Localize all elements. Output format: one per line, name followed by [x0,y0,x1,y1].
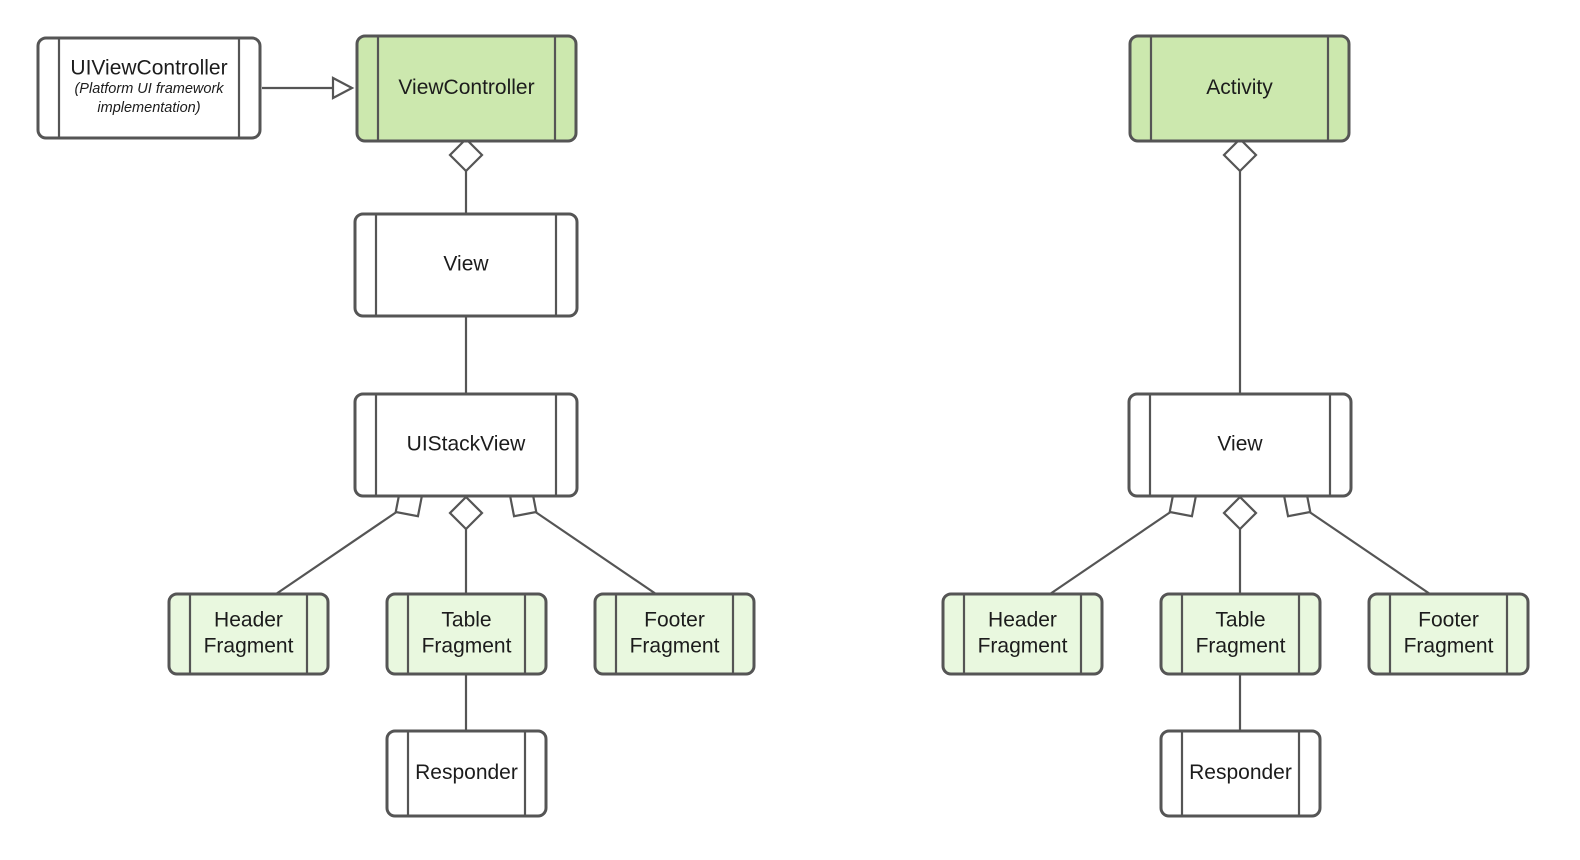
edge-e-stack-header [275,488,424,595]
component-label: Responder [1189,761,1292,784]
aggregation-diamond [1222,137,1258,173]
component-body [1159,592,1322,676]
component-label: Table [441,609,491,632]
edge-line [275,510,399,595]
component-sublabel: implementation) [97,100,200,116]
component-label: UIStackView [407,433,526,456]
component-viewcontroller[interactable]: ViewController [355,34,578,143]
component-and-view[interactable]: View [1127,392,1353,498]
component-body [167,592,330,676]
edge-line [1049,510,1173,595]
component-body [1159,729,1322,818]
component-label: Responder [415,761,518,784]
edge-e-vc-view [448,137,484,214]
component-body [353,392,579,498]
component-label: Footer [1418,609,1479,632]
edge-e-andview-header [1049,488,1198,595]
component-activity[interactable]: Activity [1128,34,1351,143]
edge-line [533,510,657,595]
edge-e-stack-footer [508,488,657,595]
component-label: Fragment [422,635,512,658]
component-label: Fragment [1404,635,1494,658]
component-label: Fragment [204,635,294,658]
aggregation-diamond [448,495,484,531]
edge-e-stack-table [448,495,484,594]
edge-e-activity-view [1222,137,1258,394]
aggregation-diamond [448,137,484,173]
aggregation-diamond [1222,495,1258,531]
component-uistackview[interactable]: UIStackView [353,392,579,498]
component-label: View [1217,433,1263,456]
component-body [385,729,548,818]
component-label: UIViewController [70,57,227,80]
component-label: Footer [644,609,705,632]
component-body [941,592,1104,676]
edge-line [1307,510,1431,595]
component-label: Header [214,609,283,632]
component-body [1128,34,1351,143]
component-body [593,592,756,676]
component-uiviewcontroller[interactable]: UIViewController(Platform UI framework im… [36,36,262,140]
edge-layer [262,76,1431,731]
node-layer: UIViewController(Platform UI framework im… [36,34,1530,818]
component-label: Activity [1206,76,1273,99]
component-ios-view[interactable]: View [353,212,579,318]
component-body [353,212,579,318]
component-body [355,34,578,143]
edge-e-uivc-vc [262,76,355,100]
component-body [1127,392,1353,498]
component-label: Fragment [630,635,720,658]
component-and-responder[interactable]: Responder [1159,729,1322,818]
component-label: ViewController [398,76,534,99]
component-body [385,592,548,676]
edge-e-andview-footer [1282,488,1431,595]
component-label: View [443,253,489,276]
realization-arrowhead [331,76,355,100]
component-label: Fragment [978,635,1068,658]
component-label: Table [1215,609,1265,632]
component-body [1367,592,1530,676]
component-ios-responder[interactable]: Responder [385,729,548,818]
component-sublabel: (Platform UI framework [74,81,224,97]
component-label: Header [988,609,1057,632]
edge-e-andview-table [1222,495,1258,594]
component-body [36,36,262,140]
component-label: Fragment [1196,635,1286,658]
